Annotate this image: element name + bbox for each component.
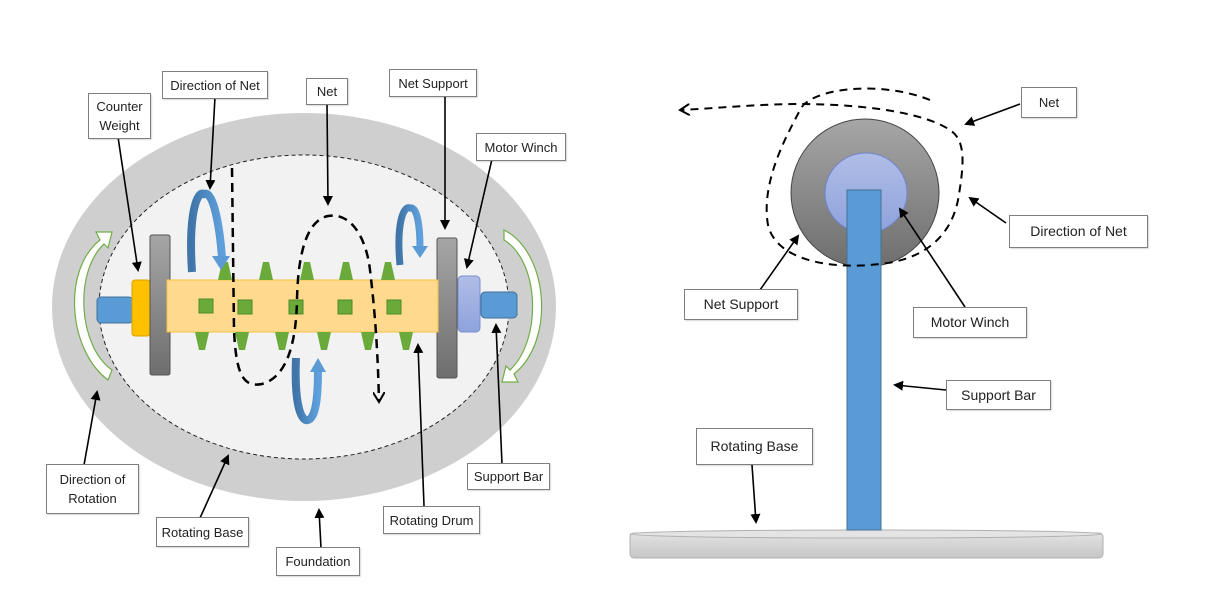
right-diagram — [629, 87, 1104, 559]
label-rotating-base: Rotating Base — [156, 517, 249, 547]
left-diagram — [52, 96, 556, 549]
net-direction-loop-1 — [187, 189, 230, 273]
drum-pegs — [198, 298, 402, 315]
label-direction-of-rotation: Direction of Rotation — [46, 464, 139, 514]
drum-teeth-bottom — [195, 332, 413, 350]
label-net: Net — [306, 78, 348, 105]
net-loop-path — [680, 87, 964, 267]
rotation-arrow-left — [74, 231, 113, 381]
label-support-bar-right: Support Bar — [946, 380, 1051, 410]
support-bar — [846, 189, 882, 531]
label-support-bar: Support Bar — [467, 463, 550, 490]
motor-winch — [457, 275, 481, 333]
label-direction-of-net-right: Direction of Net — [1009, 215, 1148, 248]
label-direction-of-net: Direction of Net — [162, 71, 268, 99]
leader-lines-left — [83, 96, 503, 549]
label-foundation: Foundation — [276, 547, 360, 576]
net-path — [230, 167, 379, 402]
net-direction-loop-2 — [395, 204, 428, 266]
rotation-arrow-right — [501, 229, 543, 383]
net-support-right — [436, 237, 458, 379]
label-counter-weight: Counter Weight — [88, 93, 151, 139]
label-net-right: Net — [1021, 87, 1077, 118]
support-bar-left — [96, 296, 134, 324]
rotating-base-disk — [629, 529, 1104, 559]
label-rotating-drum: Rotating Drum — [383, 506, 480, 534]
net-direction-loop-3 — [291, 357, 326, 425]
label-motor-winch-right: Motor Winch — [913, 307, 1027, 338]
label-net-support: Net Support — [389, 69, 477, 97]
counter-weight — [131, 279, 151, 337]
leader-lines-right — [750, 103, 1021, 524]
label-motor-winch: Motor Winch — [476, 133, 566, 161]
support-bar-right — [480, 291, 518, 319]
label-rotating-base-right: Rotating Base — [696, 428, 813, 465]
label-net-support-right: Net Support — [684, 289, 798, 320]
